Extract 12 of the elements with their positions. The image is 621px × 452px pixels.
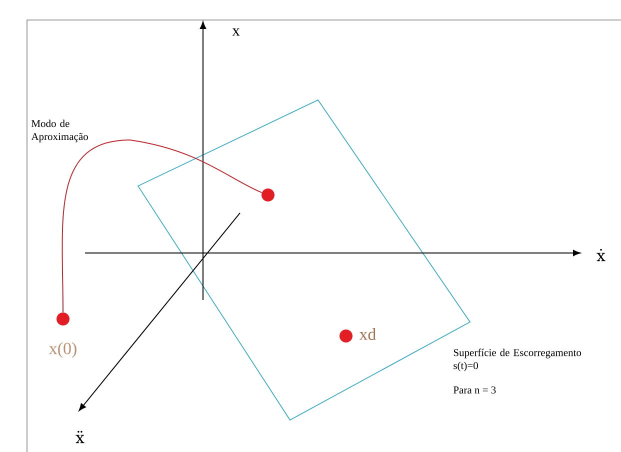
point-label: x(0) <box>49 342 76 358</box>
plane-label: Superfície de Escorregamento s(t)=0 <box>454 348 582 372</box>
plane-label: Para n = 3 <box>454 386 496 394</box>
point-dot <box>340 329 352 342</box>
axis-label: ẍ <box>76 430 84 444</box>
point-dot <box>262 188 274 202</box>
point-label: xd <box>359 328 376 340</box>
point-dot <box>56 312 70 326</box>
axis-label: ẋ <box>596 248 606 262</box>
curve-label: Modo de Aproximação <box>31 120 88 142</box>
axis-label: x <box>232 28 240 36</box>
trajectory-curve <box>62 140 262 313</box>
